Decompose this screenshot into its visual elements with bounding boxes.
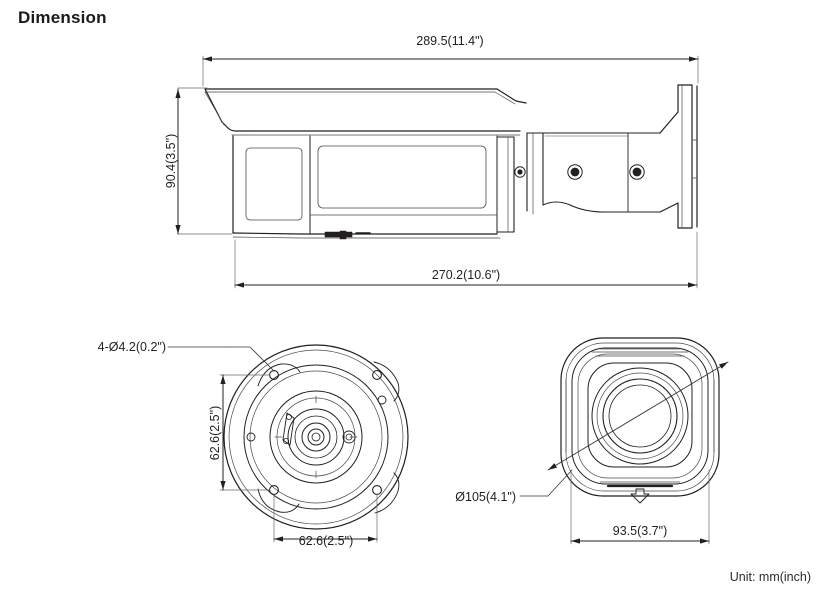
front-view-lens [519, 337, 729, 545]
dimension-label-hole-pitch-vertical: 62.6(2.5") [208, 406, 222, 460]
dimension-label-bezel-diameter: Ø105(4.1") [455, 490, 516, 504]
unit-note: Unit: mm(inch) [729, 570, 811, 584]
dimension-label-front-width: 93.5(3.7") [613, 524, 667, 538]
dimension-label-hole-pitch-horizontal: 62.6(2.5") [299, 534, 353, 548]
side-view-camera [177, 55, 699, 289]
dimension-label-overall-length: 289.5(11.4") [416, 34, 483, 48]
dimension-label-body-length: 270.2(10.6") [432, 268, 500, 282]
dimension-label-overall-height: 90.4(3.5") [164, 134, 178, 188]
back-view-mount [167, 344, 409, 543]
page-title: Dimension [18, 8, 107, 27]
dimension-label-mounting-hole-callout: 4-Ø4.2(0.2") [98, 340, 166, 354]
